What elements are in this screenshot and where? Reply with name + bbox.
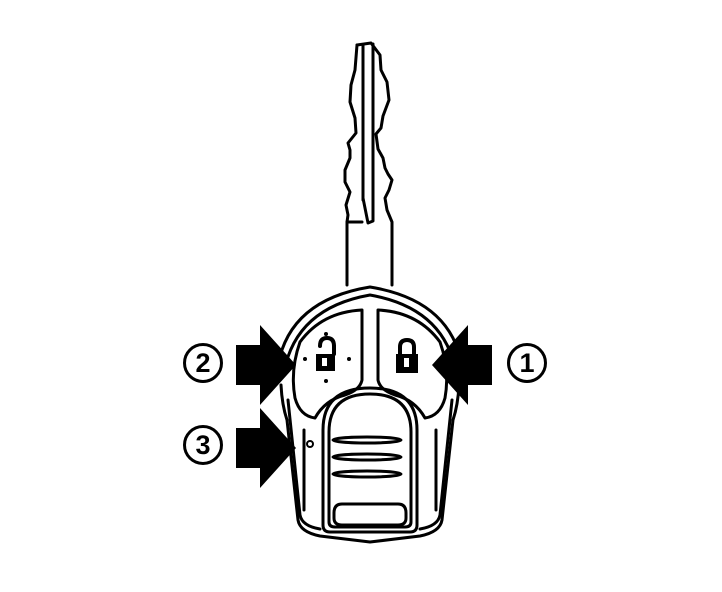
callout-1-lock: 1: [507, 343, 547, 383]
arrow-to-unlock-button: [236, 325, 296, 405]
lower-button: [321, 386, 419, 534]
indicator-led: [306, 440, 314, 448]
unlocked-padlock-icon: [303, 332, 351, 383]
locked-padlock-icon: [396, 338, 418, 373]
callout-3-led: 3: [183, 425, 223, 465]
callout-2-unlock: 2: [183, 343, 223, 383]
arrow-to-led: [236, 408, 296, 488]
arrow-to-lock-button: [432, 325, 492, 405]
fob-body: [276, 285, 464, 544]
top-button-panels: [291, 308, 449, 420]
key-blade: [343, 41, 394, 287]
